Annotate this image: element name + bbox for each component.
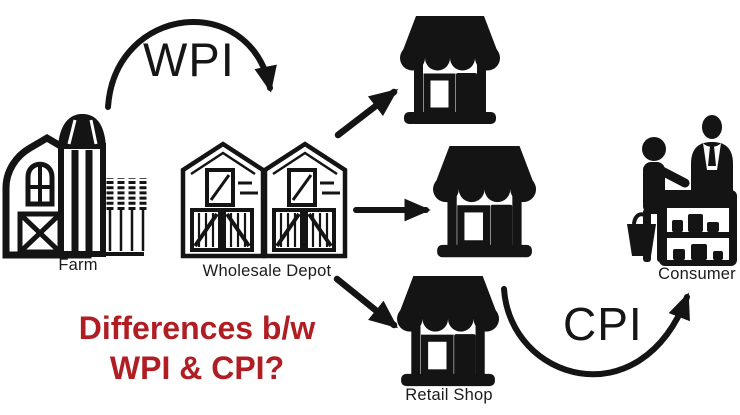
farm-label: Farm — [58, 256, 98, 274]
arrow-depot-to-top-shop — [334, 88, 399, 139]
cpi-arrow — [501, 286, 690, 378]
consumer-label: Consumer — [658, 265, 736, 283]
wpi-label: WPI — [143, 33, 235, 86]
consumer-icon — [627, 115, 737, 266]
silo — [58, 114, 106, 257]
question-caption: Differences b/w WPI & CPI? — [38, 308, 356, 389]
wholesale-depot-icon — [183, 144, 345, 256]
customer-figure — [627, 137, 690, 262]
wholesale-depot-label: Wholesale Depot — [202, 262, 332, 280]
retail-shop-icon-bottom — [397, 276, 499, 386]
retail-shop-label: Retail Shop — [405, 386, 493, 404]
wpi-arrow — [105, 19, 277, 110]
counter-shelves — [659, 190, 737, 266]
wheat-stalks — [106, 178, 147, 251]
retail-shop-icon-top — [400, 16, 500, 124]
retail-shop-icon-middle — [433, 146, 536, 257]
question-line-1: Differences b/w — [78, 310, 316, 346]
arrow-depot-to-bottom-shop — [333, 275, 399, 329]
question-line-2: WPI & CPI? — [109, 350, 285, 387]
shopkeeper-figure — [691, 115, 733, 194]
cpi-label: CPI — [563, 298, 643, 350]
farm-icon — [2, 114, 147, 259]
